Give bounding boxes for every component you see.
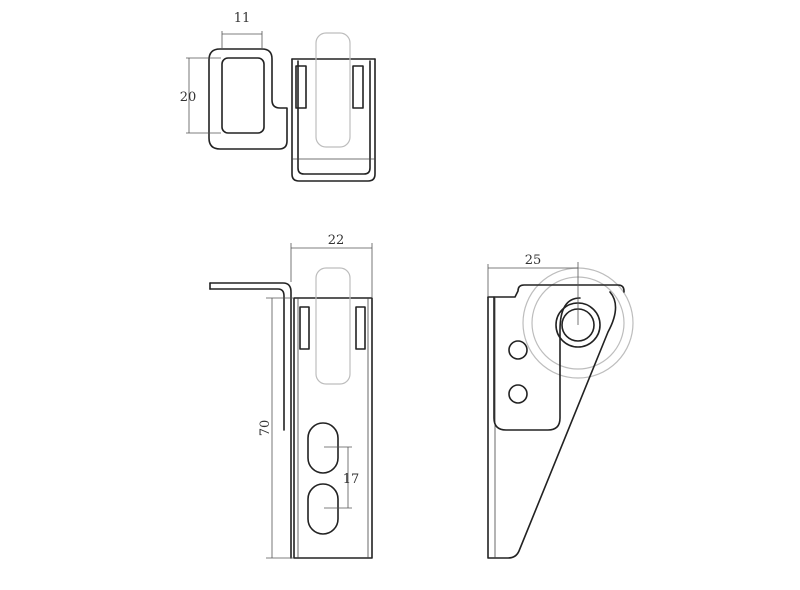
front-view-roller — [315, 267, 351, 385]
top-view-roller — [315, 32, 351, 148]
front-view-right-bushing — [355, 306, 366, 350]
top-view-height-label: 20 — [180, 90, 197, 105]
side-view: 25 — [487, 253, 634, 559]
top-view-hook-loop — [208, 48, 288, 150]
top-view-channel-inner — [297, 60, 371, 175]
front-view-height-dimension: 70 — [258, 297, 293, 559]
side-view-offset-label: 25 — [525, 253, 542, 268]
front-view-height-label: 70 — [258, 420, 273, 437]
front-view-hanger-arm — [209, 282, 292, 559]
front-view-slot-spacing-label: 17 — [343, 472, 360, 487]
top-view-hook-opening — [221, 57, 265, 134]
side-view-top-flange — [487, 284, 625, 298]
front-view-body — [293, 297, 373, 559]
top-view-width-dimension: 11 — [221, 11, 263, 48]
top-view-left-bushing — [295, 65, 307, 109]
front-view-upper-slot — [307, 422, 339, 474]
top-view: 11 20 — [180, 11, 376, 182]
side-view-lower-hole — [508, 384, 528, 404]
side-view-upper-hole — [508, 340, 528, 360]
side-view-offset-dimension: 25 — [487, 253, 579, 325]
top-view-right-bushing — [352, 65, 364, 109]
front-view-hanger-arm-inner — [209, 288, 285, 431]
front-view-lower-slot — [307, 483, 339, 535]
top-view-channel-outer — [291, 58, 376, 182]
front-view-width-dimension: 22 — [290, 233, 373, 297]
side-view-body-outer — [487, 291, 617, 559]
front-view-width-label: 22 — [328, 233, 345, 248]
front-view-left-bushing — [299, 306, 310, 350]
top-view-width-label: 11 — [234, 11, 251, 26]
top-view-height-dimension: 20 — [180, 57, 221, 134]
front-view-slot-spacing-dimension: 17 — [324, 446, 360, 509]
front-view: 22 70 17 — [209, 233, 373, 559]
side-view-mounting-plate — [493, 296, 581, 431]
